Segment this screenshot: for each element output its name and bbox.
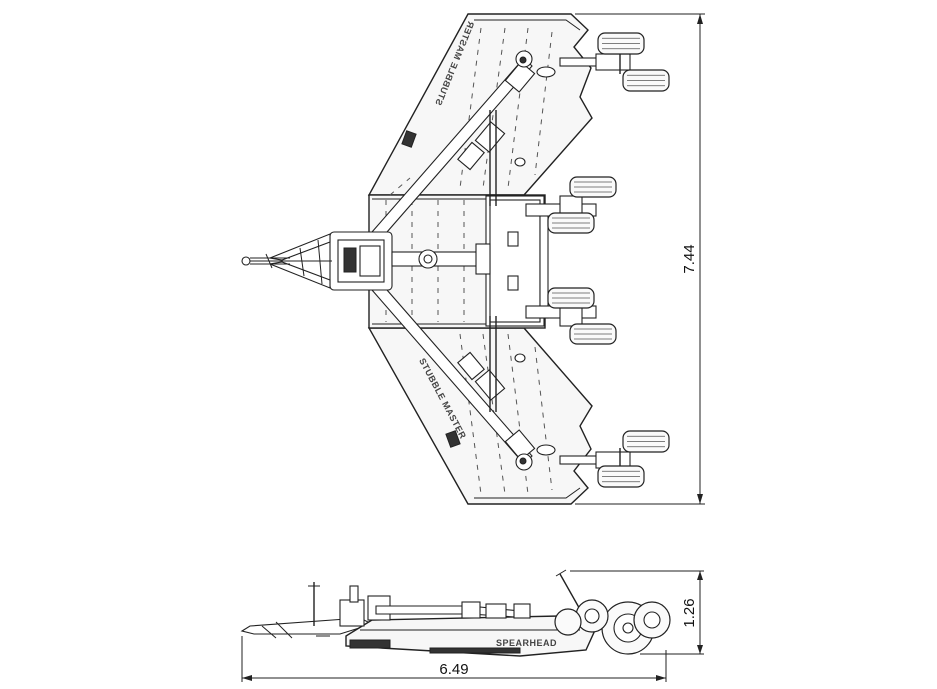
rear-axle-bar: [539, 207, 549, 319]
lower-wing-deck: [367, 327, 593, 505]
top-view: STUBBLE MASTER STUBBLE MASTER: [241, 13, 670, 505]
side-brand: SPEARHEAD: [496, 638, 557, 648]
width-dimension-label: 6.49: [439, 661, 468, 678]
side-view: SPEARHEAD: [240, 569, 671, 657]
hitch-tongue: [241, 233, 332, 289]
length-dimension: 7.44: [575, 13, 705, 505]
side-wheels: [554, 599, 671, 655]
center-gearbox: [329, 231, 491, 291]
upper-wing-deck: [367, 13, 593, 196]
length-dimension-label: 7.44: [681, 244, 698, 273]
lower-driveline: [371, 281, 536, 471]
height-dimension-label: 1.26: [681, 598, 698, 627]
width-dimension: 6.49: [241, 636, 667, 682]
height-dimension: 1.26: [570, 570, 704, 655]
tyre-treads: [552, 37, 665, 483]
